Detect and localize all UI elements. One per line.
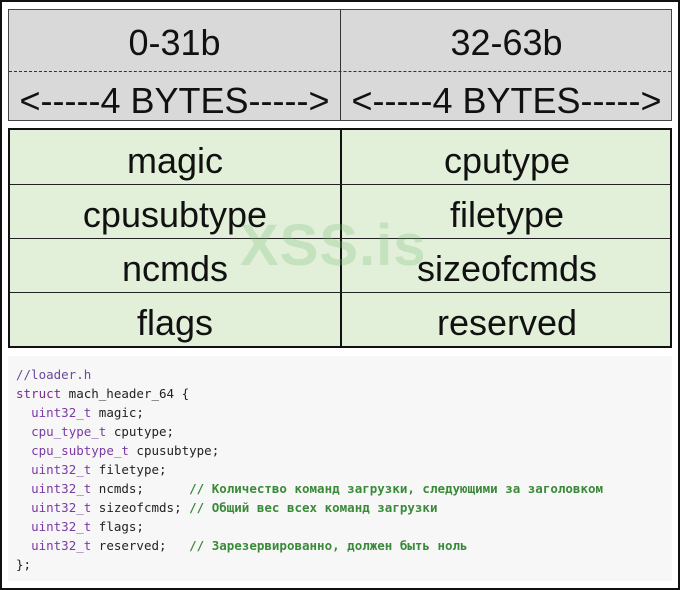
code-member: cputype; xyxy=(106,424,175,439)
bytes-low-label: <-----4 BYTES-----> xyxy=(19,80,330,121)
code-member: magic; xyxy=(91,405,144,420)
field-cpusubtype: cpusubtype xyxy=(82,194,268,235)
field-filetype: filetype xyxy=(449,194,565,235)
code-type: uint32_t xyxy=(31,481,92,496)
code-line: //loader.h xyxy=(16,365,91,384)
bytes-high-label: <-----4 BYTES-----> xyxy=(351,80,662,121)
header-fields-table: magic cputype cpusubtype filetype ncmds … xyxy=(8,128,672,348)
fields-row-divider xyxy=(10,292,670,293)
bits-high-label: 32-63b xyxy=(450,22,563,63)
field-cputype: cputype xyxy=(443,140,571,181)
code-member: reserved; xyxy=(91,538,190,553)
fields-row-divider xyxy=(10,184,670,185)
code-keyword: struct xyxy=(16,386,62,401)
field-flags: flags xyxy=(136,302,214,343)
code-line: cpu_type_t cputype; xyxy=(16,422,174,441)
header-column-divider xyxy=(340,10,341,120)
code-type: uint32_t xyxy=(31,519,92,534)
code-line: uint32_t reserved; // Зарезервированно, … xyxy=(16,536,468,555)
code-line: uint32_t filetype; xyxy=(16,460,167,479)
code-type: uint32_t xyxy=(31,462,92,477)
code-comment: //loader.h xyxy=(16,367,92,382)
code-member: filetype; xyxy=(91,462,167,477)
code-member: flags; xyxy=(91,519,144,534)
code-line: uint32_t flags; xyxy=(16,517,144,536)
code-type: uint32_t xyxy=(31,500,92,515)
code-line: }; xyxy=(16,555,31,574)
code-line: struct mach_header_64 { xyxy=(16,384,189,403)
code-type: uint32_t xyxy=(31,538,92,553)
code-block: //loader.h struct mach_header_64 { uint3… xyxy=(8,356,672,581)
fields-row-divider xyxy=(10,238,670,239)
code-line: uint32_t magic; xyxy=(16,403,144,422)
code-member: cpusubtype; xyxy=(128,443,220,458)
field-magic: magic xyxy=(126,140,224,181)
code-struct-name: mach_header_64 { xyxy=(61,386,190,401)
code-comment: // Зарезервированно, должен быть ноль xyxy=(189,538,468,553)
code-comment: // Количество команд загрузки, следующим… xyxy=(189,481,604,496)
watermark-logo: XSS.is xyxy=(240,213,427,278)
code-line: cpu_subtype_t cpusubtype; xyxy=(16,441,219,460)
header-dashed-divider xyxy=(9,71,671,72)
code-member: sizeofcmds; xyxy=(91,500,190,515)
code-type: uint32_t xyxy=(31,405,92,420)
code-line: uint32_t ncmds; // Количество команд заг… xyxy=(16,479,603,498)
code-type: cpu_subtype_t xyxy=(31,443,129,458)
code-comment: // Общий вес всех команд загрузки xyxy=(189,500,438,515)
field-ncmds: ncmds xyxy=(121,248,229,289)
field-sizeofcmds: sizeofcmds xyxy=(416,248,598,289)
code-closing: }; xyxy=(16,557,32,572)
code-type: cpu_type_t xyxy=(31,424,107,439)
bit-range-header: 0-31b 32-63b <-----4 BYTES-----> <-----4… xyxy=(8,9,672,121)
code-member: ncmds; xyxy=(91,481,190,496)
bits-low-label: 0-31b xyxy=(128,22,221,63)
field-reserved: reserved xyxy=(436,302,578,343)
code-line: uint32_t sizeofcmds; // Общий вес всех к… xyxy=(16,498,437,517)
